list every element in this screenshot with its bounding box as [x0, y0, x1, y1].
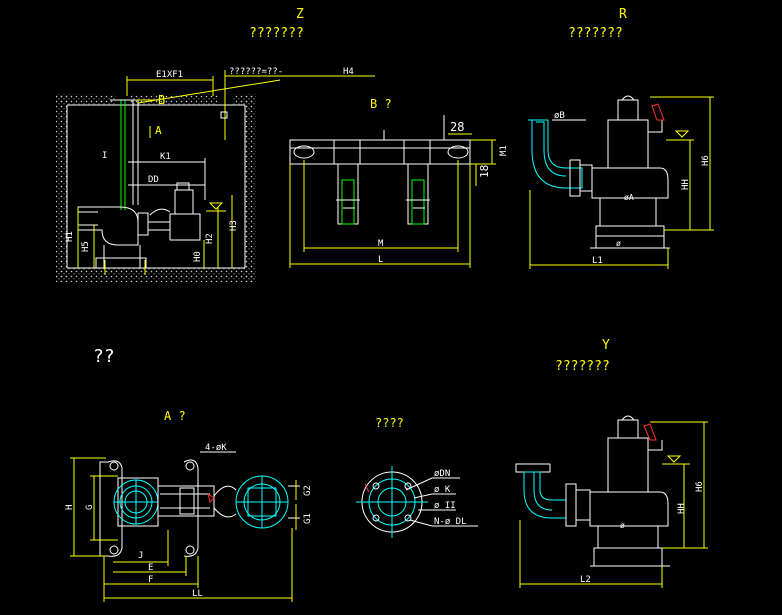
b-view: B ? 28 M1 18 M L: [289, 97, 509, 268]
m-label: M: [378, 239, 384, 249]
y-h6-label: H6: [695, 481, 705, 492]
phi-label: ø: [616, 239, 621, 248]
phi-ii-label: ø II: [434, 501, 456, 511]
phi-a-label: øA: [624, 193, 634, 202]
k1-label: K1: [160, 152, 171, 162]
n-phi-dl-label: N-ø DL: [434, 517, 467, 527]
l2-label: L2: [580, 575, 591, 585]
b-marker: B: [158, 93, 165, 107]
g1-label: G1: [303, 513, 313, 524]
g-dim-label: G: [85, 505, 95, 510]
l-label: L: [378, 255, 383, 265]
a-view: A ? 4-øK G2 G1: [65, 409, 313, 602]
pit-walls: [56, 94, 256, 282]
h3-label: H3: [229, 220, 239, 231]
z-view-letter: Z: [296, 7, 304, 22]
j-dim-label: J: [138, 551, 143, 561]
h4-label: H4: [343, 67, 354, 77]
h2-label: H2: [205, 233, 215, 244]
h6-label: H6: [701, 155, 711, 166]
a-view-title: A ?: [164, 409, 186, 423]
a-marker: A: [155, 124, 162, 137]
phi-b-label: øB: [554, 111, 565, 121]
e-dim-label: E: [148, 563, 153, 573]
four-k-label: 4-øK: [205, 443, 227, 453]
m1-label: M1: [499, 145, 509, 156]
hh-label: HH: [681, 179, 691, 190]
flange-view: ???? øDN ø K ø II N-ø DL: [356, 416, 478, 538]
h-dim-label: H: [65, 505, 75, 510]
y-hh-label: HH: [677, 503, 687, 514]
y-view-subtitle: ???????: [555, 359, 610, 374]
y-view-letter: Y: [602, 338, 610, 353]
dim-28-label: 28: [450, 120, 464, 134]
z-installation-view: Z ???????: [56, 7, 375, 282]
g2-label: G2: [303, 485, 313, 496]
y-phi-label: ø: [620, 521, 625, 530]
middle-title: ??: [93, 346, 115, 367]
b-view-title: B ?: [370, 97, 392, 111]
f-dim-label: F: [148, 575, 153, 585]
dim-18-label: 18: [478, 165, 491, 178]
r-view: R ??????? øB øA ø HH H6 L1: [528, 7, 714, 269]
phi-k-label: ø K: [434, 485, 451, 495]
ll-dim-label: LL: [192, 589, 203, 599]
h1-label: H1: [65, 231, 75, 242]
l1-label: L1: [592, 256, 603, 266]
i-label: I: [102, 151, 107, 161]
y-view: Y ??????? ø HH H6 L2: [515, 338, 708, 588]
r-view-letter: R: [619, 7, 627, 22]
flange-title: ????: [375, 416, 404, 430]
note-label: ??????=??-: [229, 67, 283, 77]
z-view-subtitle: ???????: [249, 26, 304, 41]
r-view-subtitle: ???????: [568, 26, 623, 41]
dd-label: DD: [148, 175, 159, 185]
pit-pump: [148, 182, 201, 241]
h5-label: H5: [81, 241, 91, 252]
e1xf1-label: E1XF1: [156, 70, 183, 80]
phi-dn-label: øDN: [434, 469, 450, 479]
h0-label: H0: [193, 251, 203, 262]
